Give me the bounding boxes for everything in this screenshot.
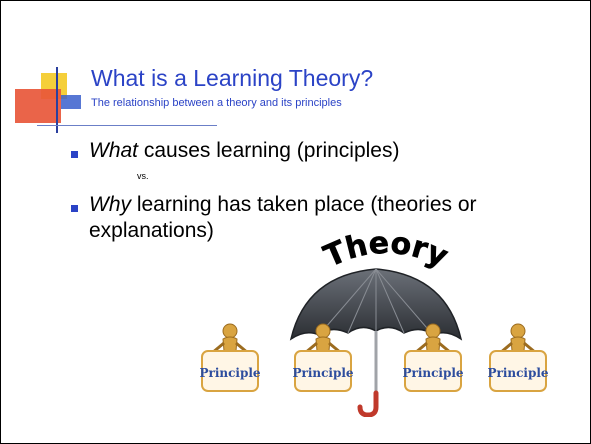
- principle-sign-label: Principle: [199, 366, 260, 380]
- decorative-vertical-line: [56, 67, 58, 133]
- vs-text: vs.: [137, 171, 149, 181]
- bullet-what-text: causes learning (principles): [138, 139, 400, 162]
- theory-wordart: Theory: [319, 227, 454, 275]
- principle-sign-label: Principle: [487, 366, 548, 380]
- decorative-blue-block: [61, 95, 81, 109]
- bullet-why-text: learning has taken place (theories or: [131, 193, 477, 216]
- bullet-what: What causes learning (principles): [89, 138, 399, 164]
- principle-figure-4: Principle: [487, 323, 549, 392]
- umbrella-ribs: [318, 268, 434, 336]
- bullet-what-italic: What: [89, 139, 139, 162]
- bullet-why-line2: explanations): [89, 219, 214, 242]
- bullet-why-line1: Why learning has taken place (theories o…: [89, 192, 589, 218]
- umbrella-graphic: [289, 268, 463, 417]
- bullet-marker: [71, 205, 78, 212]
- bullet-why-italic: Why: [89, 193, 131, 216]
- bullet-marker: [71, 151, 78, 158]
- slide-title: What is a Learning Theory?: [91, 65, 374, 91]
- bullet-why: Why learning has taken place (theories o…: [89, 192, 589, 244]
- principle-figure-1: Principle: [199, 323, 261, 392]
- principle-sign-label: Principle: [292, 366, 353, 380]
- principle-sign-label: Principle: [402, 366, 463, 380]
- decorative-red-block: [15, 89, 61, 123]
- slide-subtitle: The relationship between a theory and it…: [91, 97, 342, 109]
- decorative-horizontal-line: [37, 125, 217, 126]
- principle-figure-2: Principle: [292, 323, 354, 392]
- principle-figure-3: Principle: [402, 323, 464, 392]
- umbrella-handle: [357, 390, 379, 417]
